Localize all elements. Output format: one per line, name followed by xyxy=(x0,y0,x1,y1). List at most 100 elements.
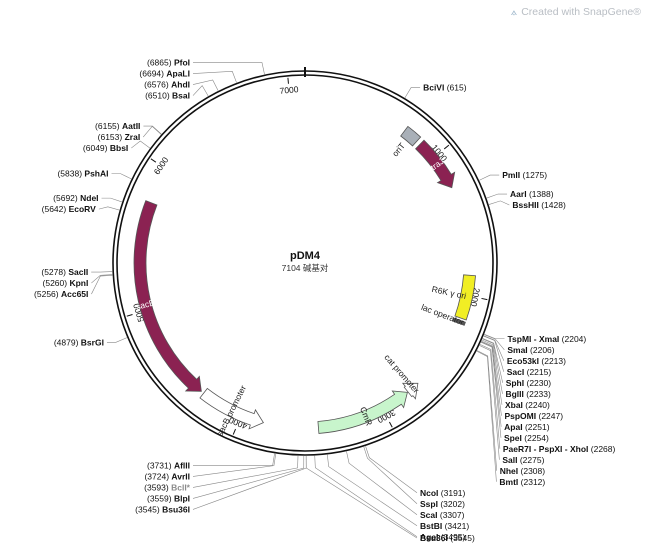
site-bcli: (3593) BclI* xyxy=(144,482,191,492)
feature-label-cat-promoter: cat promoter xyxy=(382,352,421,395)
feature-label-R6K-gamma-ori: R6K γ ori xyxy=(431,284,467,301)
site-bcivi: BciVI (615) xyxy=(423,83,467,93)
site-position: (2254) xyxy=(524,433,549,443)
site-position: (3307) xyxy=(440,510,465,520)
tick-mark xyxy=(287,77,289,84)
site-position: (2213) xyxy=(541,356,566,366)
site-tspmi-xmai: TspMI - XmaI (2204) xyxy=(507,334,586,344)
tick-mark xyxy=(232,428,236,435)
tick-mark xyxy=(443,144,450,150)
site-leader xyxy=(192,71,237,83)
site-leader xyxy=(476,350,497,482)
plasmid-name: pDM4 xyxy=(290,250,321,262)
site-leader xyxy=(482,338,503,383)
site-leader xyxy=(481,339,503,405)
site-name: NcoI xyxy=(420,488,438,498)
site-apali: (6694) ApaLI xyxy=(139,69,190,79)
site-leader xyxy=(476,350,498,471)
site-name: SmaI xyxy=(507,345,527,355)
site-name: SspI xyxy=(420,499,438,509)
site-position: (5838) xyxy=(57,169,82,179)
site-leader xyxy=(111,173,132,180)
site-name: ApaI xyxy=(504,422,522,432)
site-name: BstBI xyxy=(420,521,442,531)
site-leader xyxy=(365,446,418,494)
site-leader xyxy=(363,446,418,504)
site-ncoi: NcoI (3191) xyxy=(420,488,466,498)
site-name: AflII xyxy=(174,460,190,470)
site-apai: ApaI (2251) xyxy=(504,422,550,432)
site-name: SalI xyxy=(502,455,517,465)
site-position: (5642) xyxy=(42,204,67,214)
site-ecorv: (5642) EcoRV xyxy=(42,204,97,214)
site-leader xyxy=(479,344,501,449)
site-leader xyxy=(192,455,305,499)
site-scai: ScaI (3307) xyxy=(420,510,465,520)
site-position: (4879) xyxy=(54,337,79,347)
site-smai: SmaI (2206) xyxy=(507,345,554,355)
site-name: Eco53kI xyxy=(507,356,539,366)
site-name: PmlI xyxy=(502,170,520,180)
site-name: AvrII xyxy=(171,471,190,481)
site-leader xyxy=(480,341,502,438)
site-aflii: (3731) AflII xyxy=(147,460,190,470)
site-position: (2215) xyxy=(527,367,552,377)
site-bsai: (6510) BsaI xyxy=(145,91,190,101)
site-sphi: SphI (2230) xyxy=(506,378,552,388)
feature-sacB-promoter xyxy=(199,387,265,430)
site-name: BclI* xyxy=(171,482,191,492)
site-agei: AgeI (3495) xyxy=(420,532,466,542)
site-name: BsaI xyxy=(172,91,190,101)
site-position: (5278) xyxy=(41,267,66,277)
feature-label-oriT: oriT xyxy=(390,141,407,159)
site-leader xyxy=(101,197,123,203)
site-leader xyxy=(346,451,418,516)
site-name: ZraI xyxy=(125,132,141,142)
site-name: BsrGI xyxy=(81,337,104,347)
feature-R6K-gamma-ori xyxy=(454,274,476,321)
site-name: NdeI xyxy=(80,193,98,203)
restriction-sites: BciVI (615)PmlI (1275)AarI (1388)BssHII … xyxy=(34,58,615,543)
site-position: (3731) xyxy=(147,460,172,470)
site-position: (3421) xyxy=(445,521,470,531)
site-name: AarI xyxy=(510,189,527,199)
feature-label-sacB: sacB xyxy=(135,297,156,312)
site-position: (6576) xyxy=(144,80,169,90)
site-leader xyxy=(192,453,277,477)
site-bsrgi: (4879) BsrGI xyxy=(54,337,104,347)
site-leader xyxy=(483,335,505,361)
site-position: (2247) xyxy=(538,411,563,421)
site-leader xyxy=(91,274,113,295)
site-ahdi: (6576) AhdI xyxy=(144,80,190,90)
site-leader xyxy=(192,455,299,488)
site-bsu36i: (3545) Bsu36I xyxy=(135,504,190,514)
site-zrai: (6153) ZraI xyxy=(98,132,141,142)
site-sspi: SspI (3202) xyxy=(420,499,465,509)
site-position: (2275) xyxy=(520,455,545,465)
site-name: Acc65I xyxy=(61,289,88,299)
site-position: (6049) xyxy=(83,143,108,153)
site-leader xyxy=(192,455,307,510)
feature-oriT xyxy=(400,125,422,147)
site-position: (2268) xyxy=(591,444,616,454)
site-leader xyxy=(327,454,418,527)
site-bsshii: BssHII (1428) xyxy=(512,200,566,210)
site-leader xyxy=(131,140,151,149)
tick-label: 7000 xyxy=(279,84,299,96)
site-position: (3202) xyxy=(440,499,465,509)
site-name: BglII xyxy=(505,389,523,399)
tick-label: 6000 xyxy=(152,155,171,176)
site-aatii: (6155) AatII xyxy=(95,121,140,131)
site-bsu36i: Bsu36I (3545) xyxy=(420,533,475,543)
site-position: (6155) xyxy=(95,121,120,131)
site-leader xyxy=(143,125,162,135)
site-leader xyxy=(486,193,508,199)
feature-cat-promoter xyxy=(401,382,419,400)
site-sacii: (5278) SacII xyxy=(41,267,88,277)
feature-CmR xyxy=(317,390,408,434)
site-position: (3495) xyxy=(441,532,466,542)
site-leader xyxy=(482,338,503,394)
site-position: (5256) xyxy=(34,289,59,299)
site-name: AhdI xyxy=(171,80,190,90)
